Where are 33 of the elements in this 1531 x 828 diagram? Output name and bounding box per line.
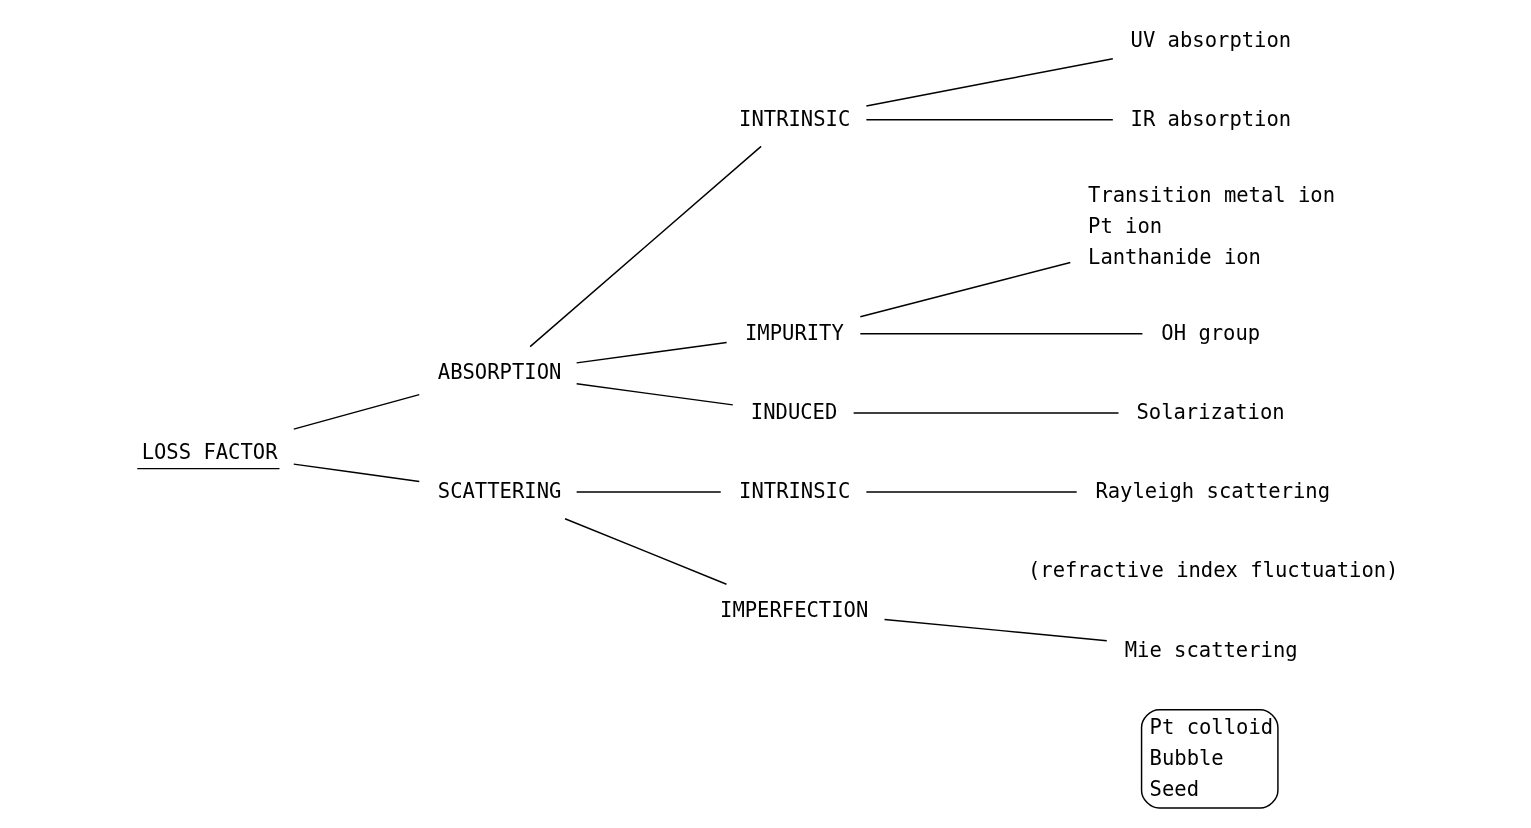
node-text: INDUCED	[750, 400, 838, 425]
node-text: Transition metal ion Pt ion Lanthanide ion	[1088, 183, 1336, 269]
connector	[529, 145, 762, 348]
node-text: Mie scattering	[1124, 637, 1298, 662]
connector	[859, 333, 1144, 335]
node-text: INTRINSIC	[739, 106, 851, 131]
node-text: OH group	[1161, 320, 1261, 345]
connector	[865, 58, 1114, 107]
connector	[575, 341, 728, 364]
connector	[293, 463, 420, 483]
node-text: Rayleigh scattering	[1095, 479, 1331, 504]
node-text: LOSS FACTOR	[141, 439, 278, 464]
connector	[865, 118, 1114, 121]
connector	[852, 412, 1120, 414]
node-text: IMPERFECTION	[720, 597, 869, 622]
connector	[575, 491, 722, 493]
connector	[865, 491, 1078, 493]
node-label: Seed	[1149, 776, 1200, 801]
connector	[564, 518, 728, 585]
node-text: Solarization	[1136, 400, 1285, 425]
node-label: Bubble	[1149, 746, 1224, 771]
node-text: INTRINSIC	[739, 479, 851, 504]
node-label: (refractive index fluctuation)	[1027, 558, 1399, 583]
node-text: IR absorption	[1130, 106, 1292, 131]
connector	[575, 383, 734, 406]
node-text: UV absorption	[1130, 27, 1292, 52]
connector	[293, 393, 420, 430]
connector	[859, 261, 1072, 318]
node-text: SCATTERING	[437, 479, 562, 504]
node-text: ABSORPTION	[437, 360, 562, 385]
node-text: IMPURITY	[744, 320, 844, 345]
node-label: Pt colloid	[1149, 715, 1274, 740]
connector	[883, 618, 1108, 642]
